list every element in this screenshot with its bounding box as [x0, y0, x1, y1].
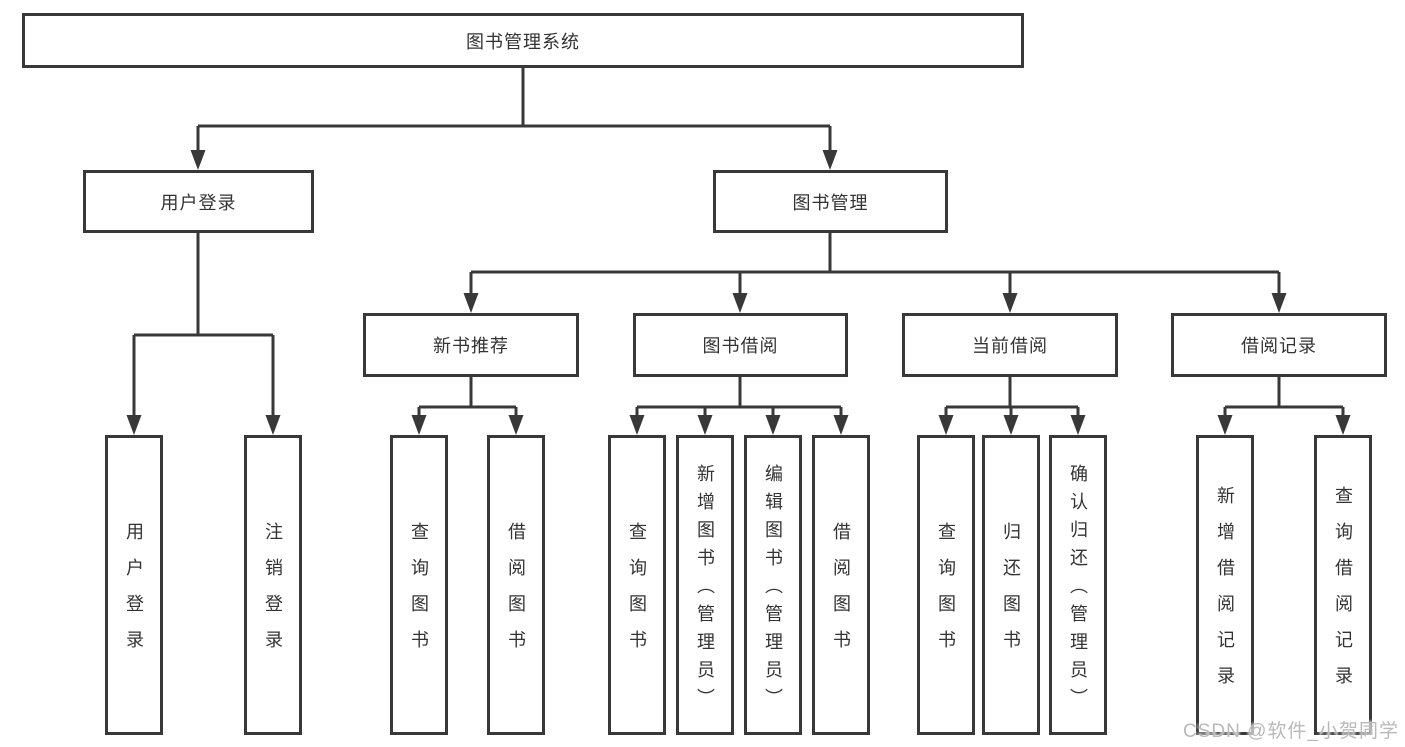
- node-borrowing-records-label: 借阅记录: [1241, 336, 1317, 356]
- watermark: CSDN @软件_小贺同学: [1183, 721, 1399, 742]
- leaf-newbook-query-books-label: 查询图书: [409, 522, 429, 666]
- leaf-borrowing-borrow-books-label: 借阅图书: [831, 522, 851, 666]
- node-user-login-branch-label: 用户登录: [160, 192, 237, 213]
- node-book-management-branch: 图书管理: [713, 170, 948, 233]
- leaf-current-query-books-label: 查询图书: [936, 522, 956, 666]
- node-book-borrowing-label: 图书借阅: [702, 336, 779, 356]
- leaf-borrowing-query-books: 查询图书: [608, 435, 666, 735]
- leaf-records-add-record-label: 新增借阅记录: [1215, 486, 1235, 702]
- leaf-newbook-borrow-books: 借阅图书: [487, 435, 545, 735]
- node-new-book-recommend: 新书推荐: [363, 313, 579, 377]
- node-new-book-recommend-label: 新书推荐: [433, 336, 509, 356]
- leaf-borrowing-borrow-books: 借阅图书: [812, 435, 870, 735]
- leaf-current-query-books: 查询图书: [917, 435, 975, 735]
- leaf-borrowing-add-books-admin-label: 新增图书（管理员）: [695, 464, 715, 716]
- leaf-current-return-books-label: 归还图书: [1001, 522, 1021, 666]
- leaf-current-return-books: 归还图书: [982, 435, 1040, 735]
- node-user-login-branch: 用户登录: [83, 170, 314, 233]
- leaf-logout: 注销登录: [244, 435, 302, 735]
- leaf-records-query-record: 查询借阅记录: [1314, 435, 1372, 735]
- node-root: 图书管理系统: [22, 13, 1024, 68]
- leaf-newbook-borrow-books-label: 借阅图书: [506, 522, 526, 666]
- node-current-borrowing-label: 当前借阅: [972, 336, 1048, 356]
- leaf-user-login: 用户登录: [105, 435, 163, 735]
- leaf-records-add-record: 新增借阅记录: [1196, 435, 1254, 735]
- leaf-borrowing-add-books-admin: 新增图书（管理员）: [676, 435, 734, 735]
- node-current-borrowing: 当前借阅: [902, 313, 1118, 377]
- leaf-newbook-query-books: 查询图书: [390, 435, 448, 735]
- leaf-borrowing-edit-books-admin-label: 编辑图书（管理员）: [763, 464, 783, 716]
- leaf-borrowing-query-books-label: 查询图书: [627, 522, 647, 666]
- leaf-borrowing-edit-books-admin: 编辑图书（管理员）: [744, 435, 802, 735]
- leaf-user-login-label: 用户登录: [124, 522, 144, 666]
- node-book-management-branch-label: 图书管理: [792, 192, 869, 213]
- leaf-records-query-record-label: 查询借阅记录: [1333, 486, 1353, 702]
- node-book-borrowing: 图书借阅: [633, 313, 848, 377]
- leaf-logout-label: 注销登录: [263, 522, 283, 666]
- node-borrowing-records: 借阅记录: [1171, 313, 1387, 377]
- leaf-current-confirm-return-admin: 确认归还（管理员）: [1049, 435, 1107, 735]
- node-root-label: 图书管理系统: [466, 31, 580, 52]
- leaf-current-confirm-return-admin-label: 确认归还（管理员）: [1068, 464, 1088, 716]
